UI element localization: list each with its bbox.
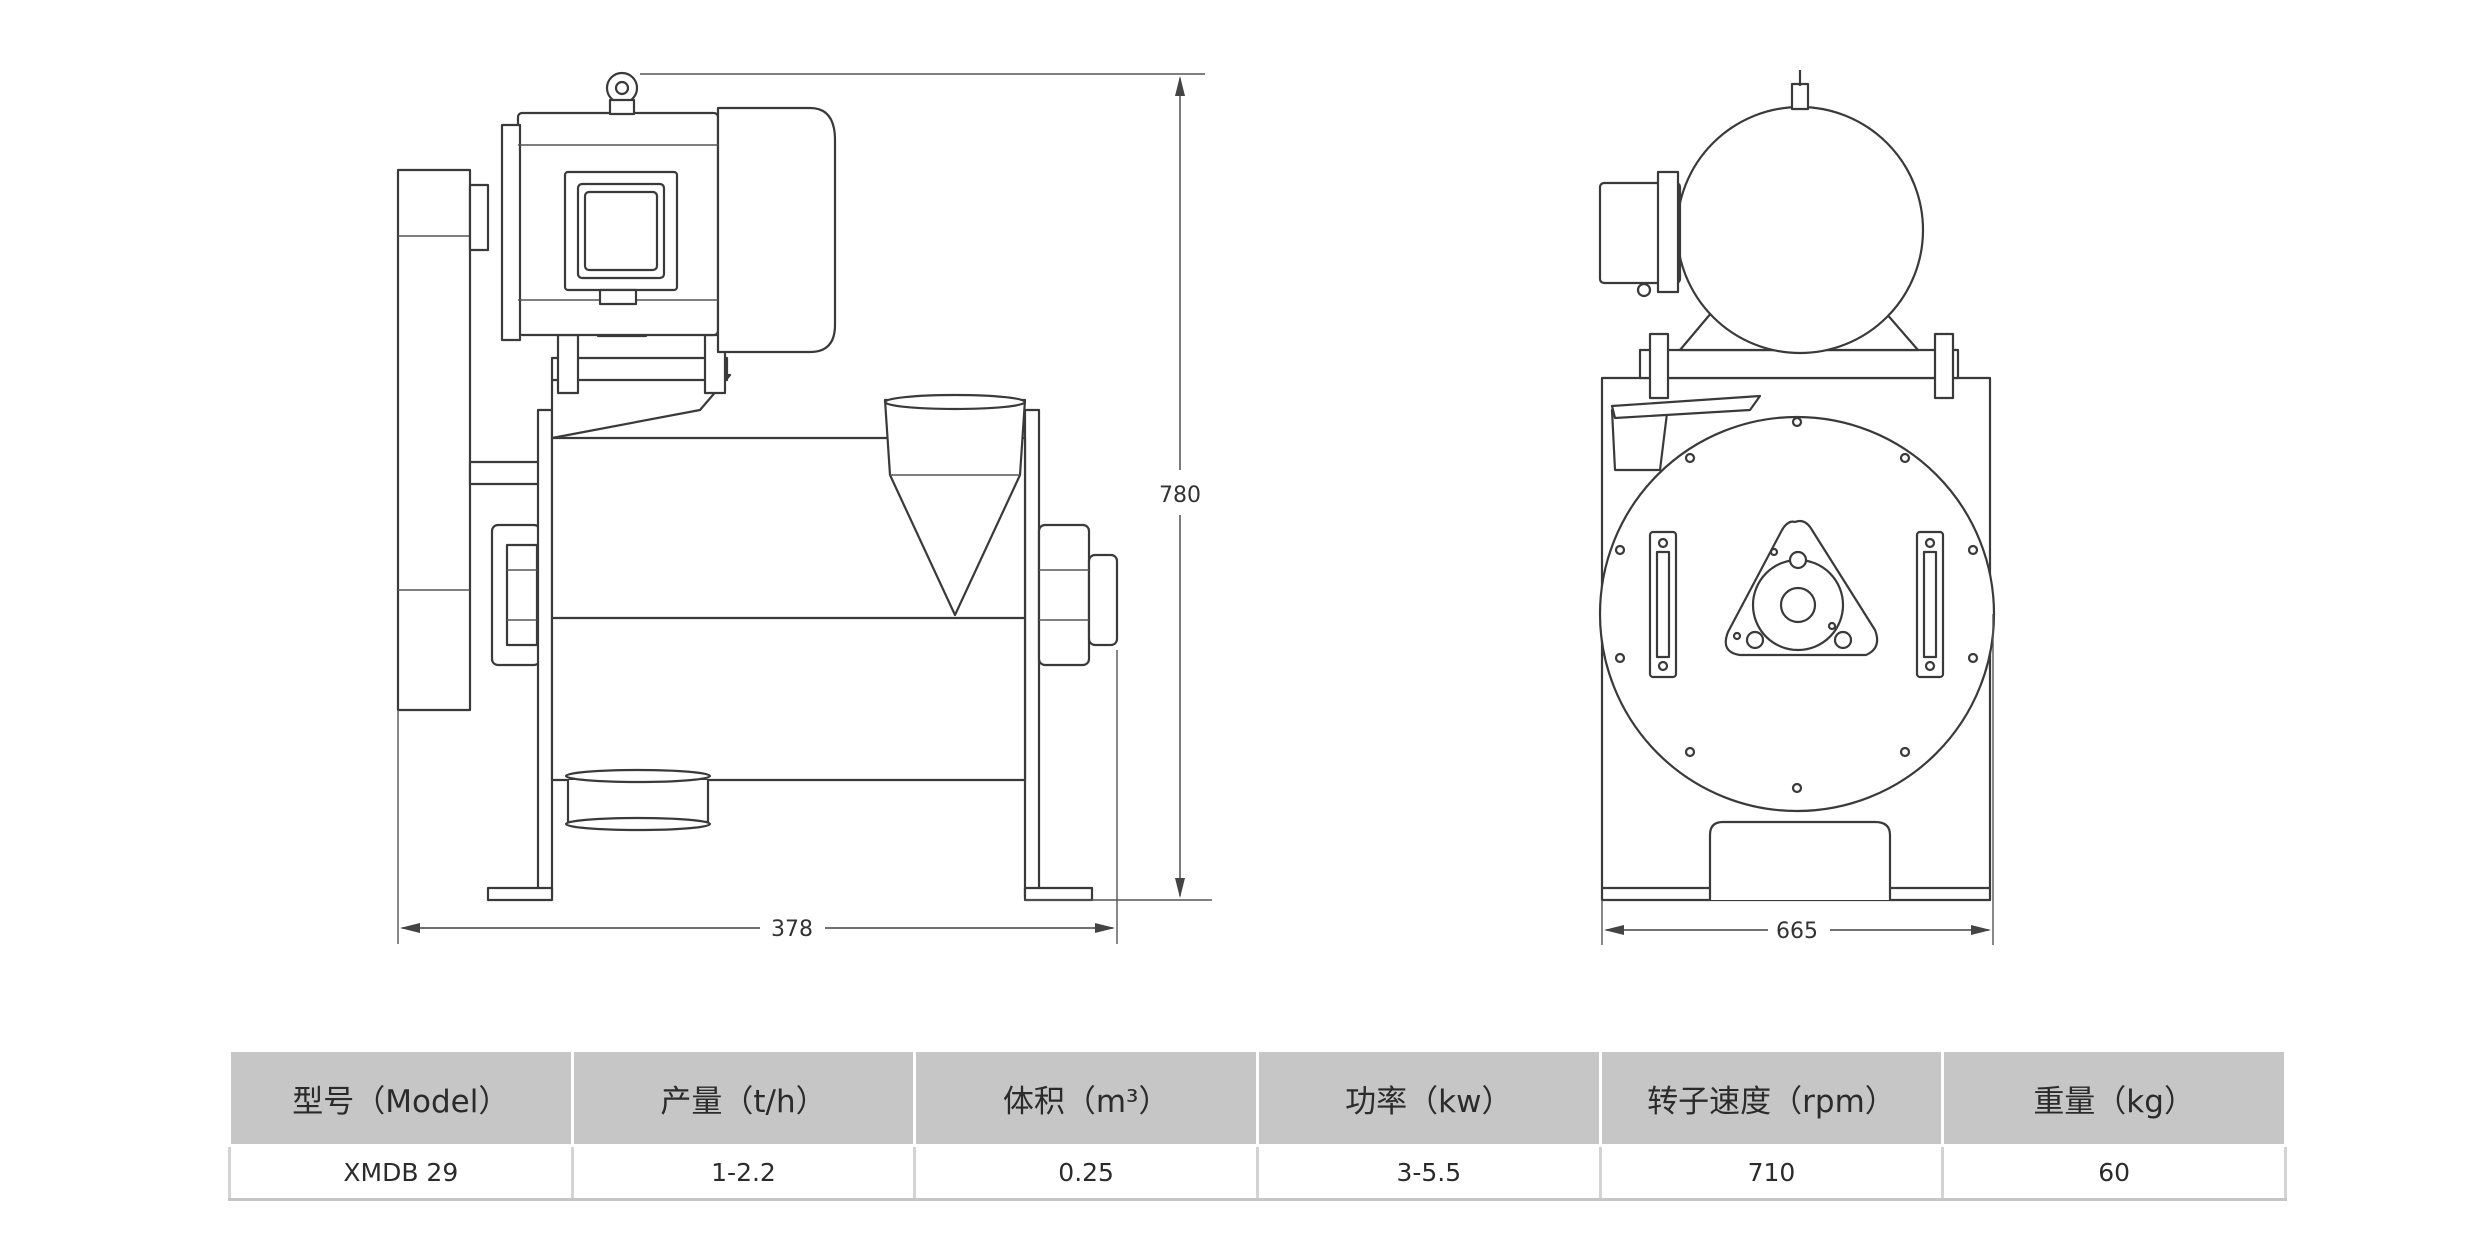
dim-height-label: 780 (1159, 483, 1201, 508)
front-view: 780 378 (396, 71, 1212, 944)
cell-rotor-speed: 710 (1598, 1144, 1945, 1201)
dim-width-side-label: 665 (1776, 919, 1818, 944)
disc-bolts (1614, 416, 1979, 794)
table-header-row: 型号（Model） 产量（t/h） 体积（m³） 功率（kw） 转子速度（rpm… (228, 1049, 2287, 1147)
cell-weight: 60 (1941, 1144, 2287, 1201)
header-rotor-speed: 转子速度（rpm） (1598, 1049, 1945, 1147)
dim-width-front-label: 378 (771, 917, 813, 942)
side-view: 665 (1598, 70, 1996, 945)
spec-table: 型号（Model） 产量（t/h） 体积（m³） 功率（kw） 转子速度（rpm… (228, 1049, 2287, 1201)
table-row: XMDB 29 1-2.2 0.25 3-5.5 710 60 (228, 1144, 2287, 1201)
belt-guard (396, 168, 472, 712)
header-model: 型号（Model） (228, 1049, 574, 1147)
technical-drawing: 780 378 (396, 70, 1996, 945)
header-power: 功率（kw） (1255, 1049, 1602, 1147)
cell-volume: 0.25 (913, 1144, 1259, 1201)
header-output: 产量（t/h） (570, 1049, 917, 1147)
header-weight: 重量（kg） (1941, 1049, 2287, 1147)
cell-model: XMDB 29 (228, 1144, 574, 1201)
header-volume: 体积（m³） (913, 1049, 1259, 1147)
cell-output: 1-2.2 (570, 1144, 917, 1201)
cell-power: 3-5.5 (1255, 1144, 1602, 1201)
